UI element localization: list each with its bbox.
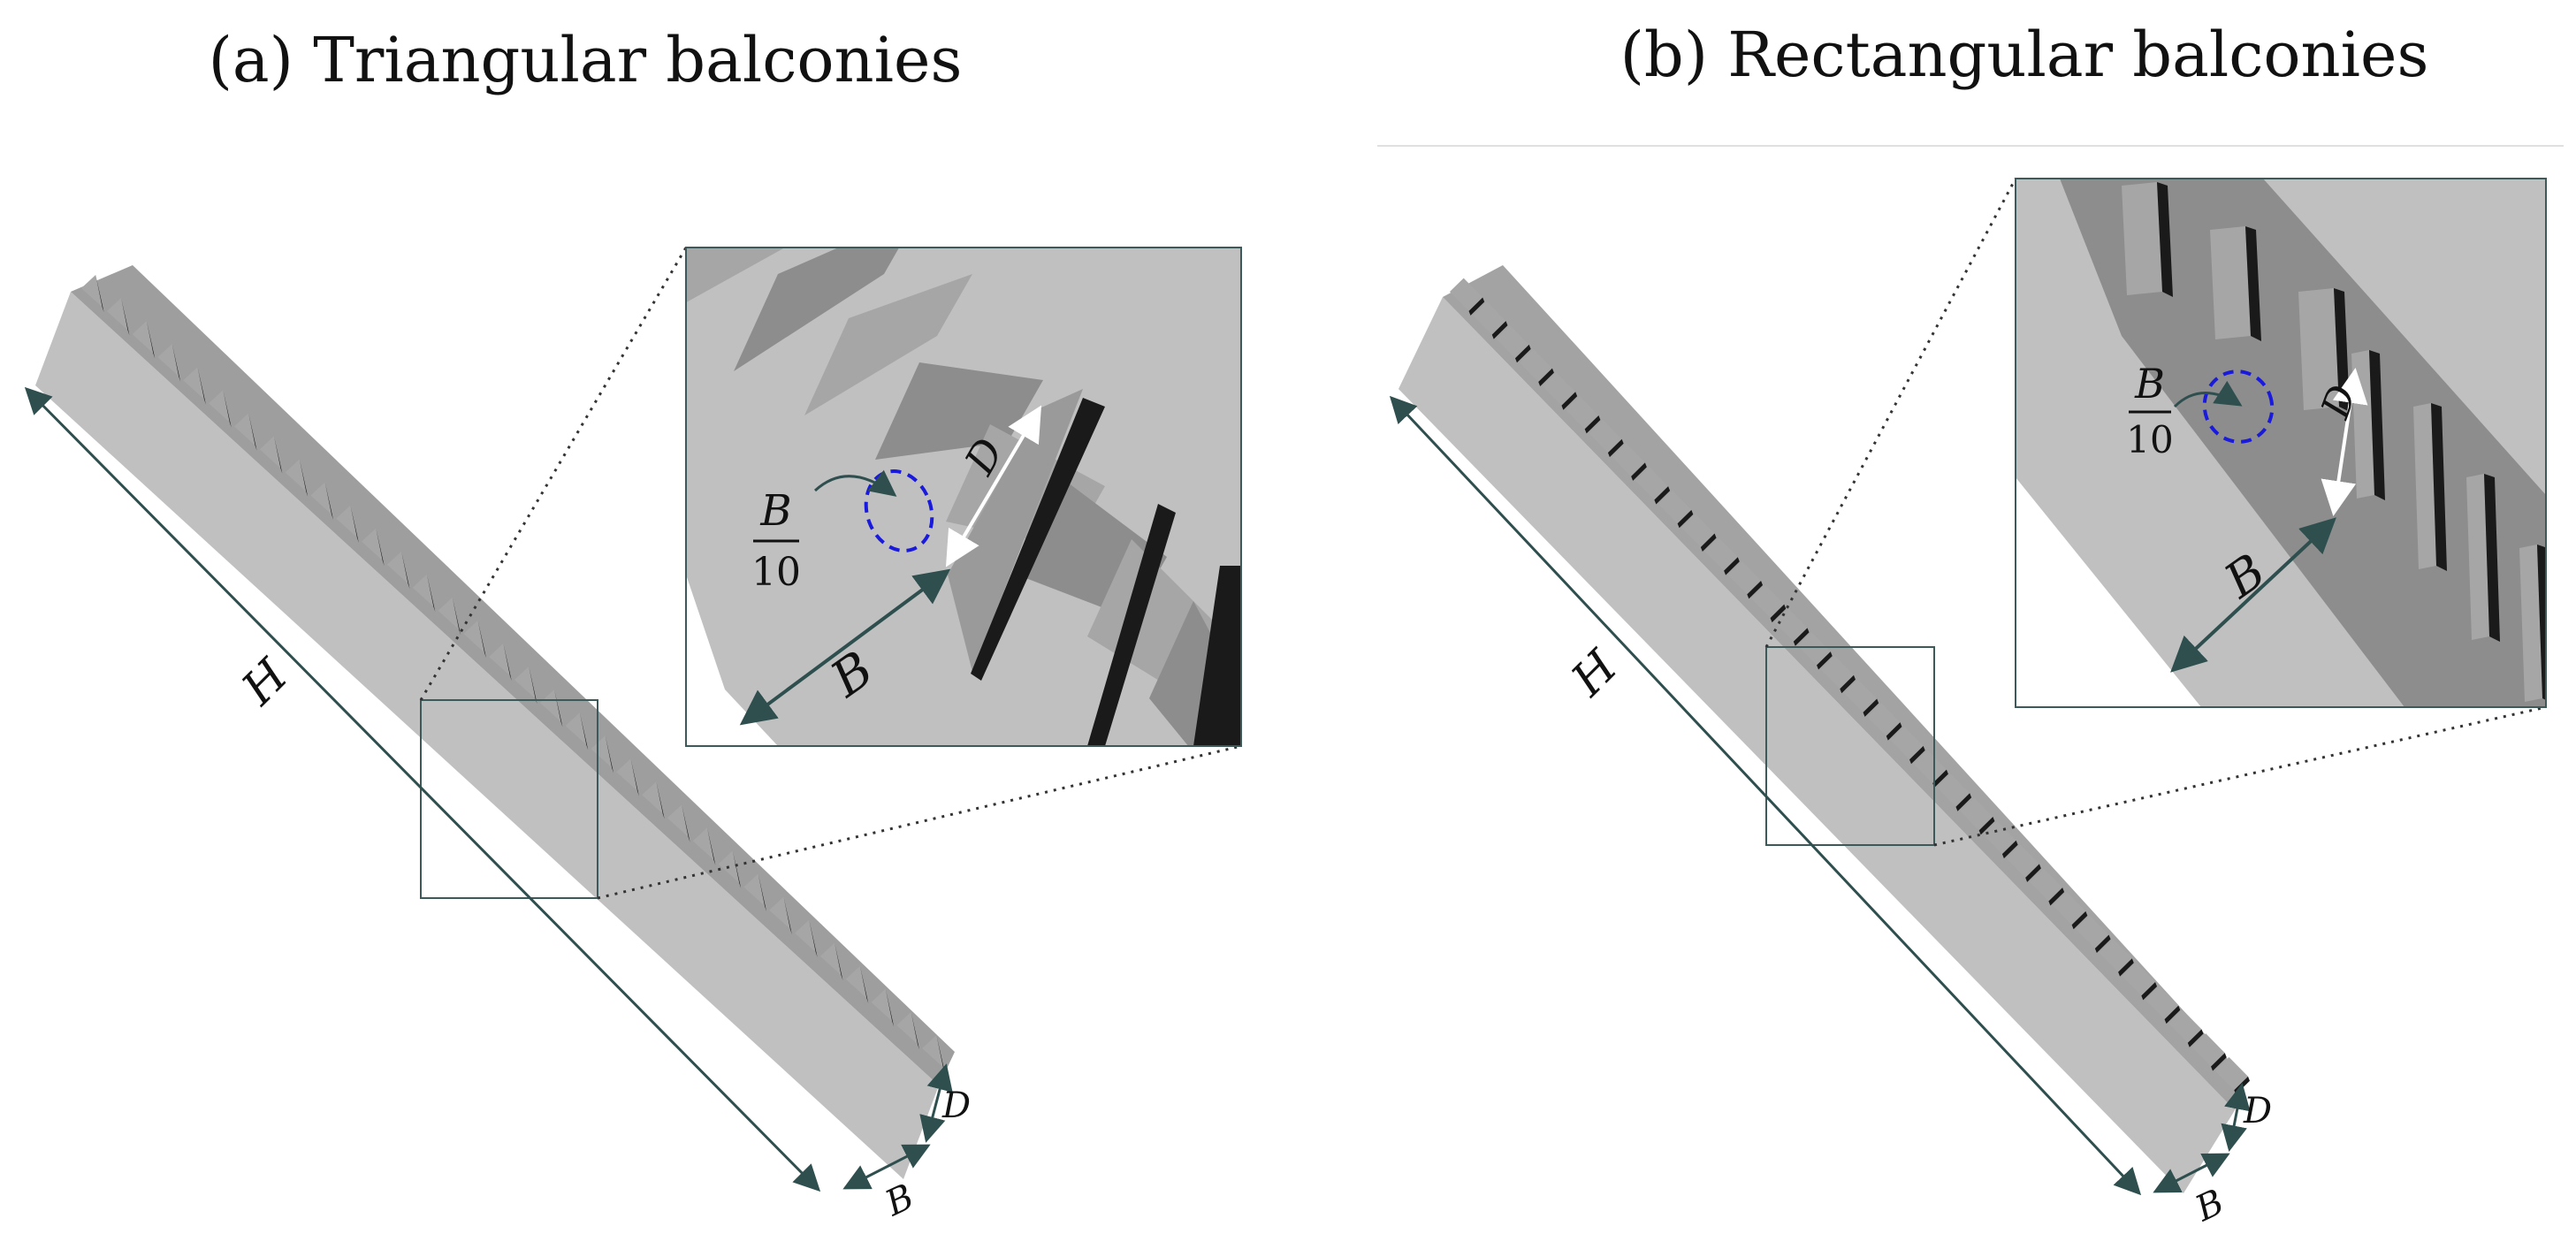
main-b-balcony-shadow: [2187, 1029, 2204, 1047]
panel-a: (a) Triangular balconies H B D: [24, 24, 1242, 1225]
main-b-balcony-shadow: [1468, 297, 1485, 316]
main-b-balcony-shadow: [1538, 368, 1554, 387]
depth-dimension-b: [2221, 1083, 2251, 1152]
main-a-balcony-shadow: [146, 321, 156, 359]
leader-line-a-top: [419, 247, 688, 701]
inset-b-fin-1: [2210, 226, 2251, 339]
fraction-denominator-a: 10: [751, 550, 801, 595]
main-a-balcony-top: [922, 1034, 943, 1068]
inset-b-fin-6: [2519, 545, 2542, 702]
fraction-denominator-b: 10: [2126, 418, 2173, 461]
highlight-ellipse-b: [2202, 369, 2275, 444]
inset-b-fin-4: [2413, 403, 2436, 569]
main-a-balcony-shadow: [859, 965, 869, 1004]
width-label-a: B: [879, 1177, 920, 1225]
main-b-balcony-shadow: [1491, 321, 1508, 339]
main-a-balcony-top: [157, 344, 179, 377]
height-dimension-b: [1389, 395, 2142, 1196]
fraction-numerator-a: B: [759, 486, 791, 536]
height-label-b: H: [1561, 640, 1628, 707]
inset-a-balcony-0: [686, 248, 785, 303]
depth-dimension-a: [919, 1063, 953, 1143]
curved-pointer-a: [813, 469, 897, 497]
main-b-balcony-top: [1519, 348, 1552, 383]
inset-width-dimension-b: [2170, 517, 2336, 673]
inset-b-fin-0: [2122, 182, 2162, 295]
inset-b-fin-5: [2466, 474, 2489, 640]
inset-a-balcony-2: [804, 274, 972, 415]
inset-b-fin-edge-3: [2369, 350, 2385, 500]
inset-b-fin-edge-1: [2245, 226, 2261, 341]
inset-depth-dimension-b: [2321, 368, 2368, 516]
highlight-ellipse-a: [864, 469, 934, 552]
main-b-balcony-top: [2168, 1009, 2202, 1043]
inset-b-fin-edge-5: [2484, 474, 2500, 642]
inset-a: D B B 10: [685, 247, 1242, 747]
main-b-balcony-top: [1496, 324, 1529, 359]
main-a-balcony-shadow: [835, 942, 843, 981]
main-b-balcony-shadow: [2164, 1005, 2181, 1025]
main-b-balcony-shadow: [2211, 1053, 2227, 1071]
main-a-balcony-top: [896, 1011, 918, 1045]
width-dimension-a: [842, 1144, 931, 1190]
main-b-balcony-shadow: [2141, 981, 2158, 1001]
inset-b-fin-edge-0: [2157, 182, 2173, 297]
width-label-b: B: [2189, 1182, 2230, 1230]
inset-depth-dimension-a: [945, 405, 1042, 567]
fraction-label-a: B 10: [751, 486, 801, 595]
inset-b-fin-edge-6: [2537, 545, 2546, 700]
main-a-balcony-top: [106, 298, 128, 331]
main-b-balcony-top: [1473, 301, 1506, 335]
main-a-balcony-shadow: [885, 988, 895, 1027]
inset-a-balcony-edge-3: [1193, 566, 1241, 746]
inset-a-border: [685, 247, 1242, 747]
panel-a-title: (a) Triangular balconies: [209, 24, 963, 96]
depth-label-b: D: [2243, 1091, 2272, 1131]
inset-b-fin-edge-4: [2431, 403, 2447, 571]
leader-line-b-top: [1764, 178, 2017, 648]
inset-b-fin-band: [2060, 179, 2546, 707]
main-b-balcony-top: [1450, 278, 1483, 311]
fraction-numerator-b: B: [2134, 360, 2165, 408]
main-b-balcony-top: [2191, 1033, 2225, 1067]
panel-b-title: (b) Rectangular balconies: [1620, 19, 2429, 91]
main-a-balcony-top: [81, 274, 103, 308]
main-a-balcony-top: [845, 965, 867, 999]
main-a-balcony-top: [132, 321, 154, 354]
fraction-label-b: B 10: [2126, 360, 2173, 461]
main-a-balcony-top: [871, 988, 893, 1022]
main-a-balcony-shadow: [936, 1034, 945, 1073]
inset-a-balcony-1: [734, 248, 900, 371]
leader-line-b-bottom: [1933, 705, 2547, 847]
main-a-balcony-shadow: [911, 1011, 919, 1050]
inset-b-border: [2015, 178, 2547, 708]
depth-label-a: D: [941, 1085, 971, 1126]
height-dimension-a: [24, 386, 821, 1192]
panel-b: (b) Rectangular balconies H B D D: [1377, 19, 2564, 1230]
inset-width-dimension-a: [739, 568, 951, 726]
main-a-balcony-shadow: [95, 274, 104, 313]
main-b-balcony-top: [2214, 1056, 2248, 1091]
width-dimension-b: [2153, 1153, 2230, 1193]
main-a-balcony-top: [819, 942, 842, 976]
main-b-balcony-shadow: [1514, 344, 1531, 363]
inset-a-balcony-edge-2: [1087, 504, 1176, 746]
inset-b: D B B 10: [2015, 178, 2547, 708]
main-b-balcony-top: [2145, 986, 2179, 1020]
height-label-a: H: [232, 649, 299, 716]
curved-pointer-b: [2173, 380, 2243, 408]
main-a-balcony-shadow: [121, 298, 130, 336]
main-a-balcony-shadow: [171, 344, 181, 382]
